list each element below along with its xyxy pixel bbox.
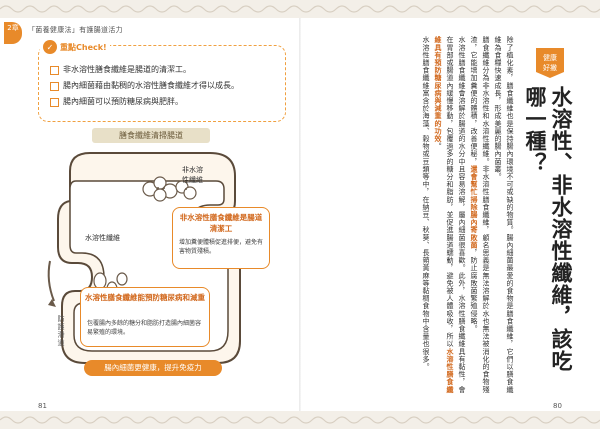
highlight-text: 水溶性膳食纖維具有預防糖尿病與減重的功效 bbox=[434, 36, 454, 394]
soluble-fiber-callout: 水溶性膳食纖維能預防糖尿病和減重 包覆腸內多餘的糖分和脂肪打造腸內細菌容易繁殖的… bbox=[80, 287, 210, 347]
top-wave-border bbox=[0, 0, 600, 18]
page-number-left: 81 bbox=[38, 402, 47, 410]
check-icon: ✓ bbox=[43, 40, 57, 54]
checklist-box bbox=[38, 45, 286, 122]
checklist-item: 腸內細菌可以預防糖尿病與肥胖。 bbox=[50, 94, 239, 110]
callout-desc: 增加糞便體積促進排便，避免有害物質殘積。 bbox=[179, 239, 264, 255]
soluble-fiber-label: 水溶性纖維 bbox=[85, 234, 120, 242]
running-title: 「菌養健康法」有護腸道活力 bbox=[28, 26, 123, 34]
health-badge: 健康 好撇 bbox=[536, 48, 564, 78]
book-spine bbox=[299, 18, 301, 411]
article-title: 水溶性、非水溶性纖維，該吃哪一種？ bbox=[523, 86, 573, 372]
checklist-item: 非水溶性膳食纖維是腸道的清潔工。 bbox=[50, 62, 239, 78]
insoluble-fiber-label: 非水溶性纖維 bbox=[182, 166, 203, 184]
illustration-banner: 膳食纖維清掃腸道 bbox=[92, 128, 210, 143]
checklist-title: ✓ 重點Check! bbox=[40, 40, 110, 54]
callout-title: 非水溶性膳食纖維是腸道清潔工 bbox=[179, 213, 263, 233]
bottom-wave-border bbox=[0, 411, 600, 429]
insoluble-fiber-callout: 非水溶性膳食纖維是腸道清潔工 增加糞便體積促進排便，避免有害物質殘積。 bbox=[172, 207, 270, 269]
callout-title: 水溶性膳食纖維能預防糖尿病和減重 bbox=[85, 293, 205, 302]
checklist-item: 腸內細菌藉由黏稠的水溶性膳食纖維才得以成長。 bbox=[50, 78, 239, 94]
side-note: 防護滑道 bbox=[57, 315, 65, 347]
callout-desc: 包覆腸內多餘的糖分和脂肪打造腸內細菌容易繁殖的環境。 bbox=[87, 320, 202, 336]
bottom-summary-pill: 腸內細菌更健康，提升免疫力 bbox=[84, 360, 222, 376]
highlight-text: 還會幫忙掃除腸內寄敗菌 bbox=[470, 165, 478, 249]
checkbox-icon bbox=[50, 65, 59, 75]
checkbox-icon bbox=[50, 97, 59, 107]
checkbox-icon bbox=[50, 81, 59, 91]
article-body: 除了植化素，膳食纖維也是保持腸內環境不可或缺的物質。腸內細菌最愛的食物是膳食纖維… bbox=[422, 36, 514, 394]
chapter-badge: 2章 bbox=[4, 22, 22, 44]
checklist-items: 非水溶性膳食纖維是腸道的清潔工。 腸內細菌藉由黏稠的水溶性膳食纖維才得以成長。 … bbox=[50, 62, 239, 110]
checklist-label: 重點Check! bbox=[60, 42, 107, 52]
page-number-right: 80 bbox=[553, 402, 562, 410]
